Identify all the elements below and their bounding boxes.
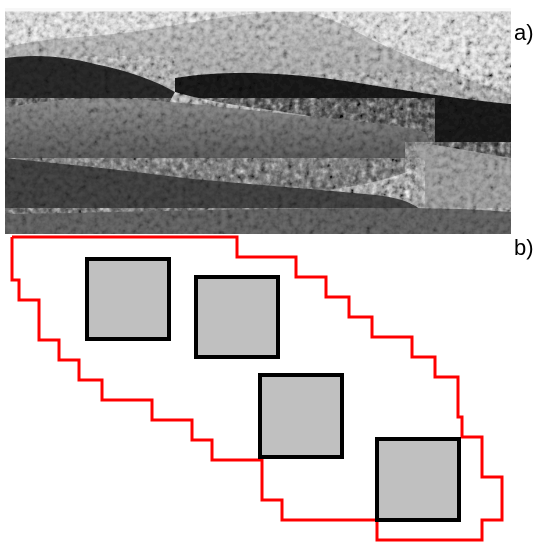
gray-box-1 bbox=[85, 257, 171, 341]
grid-diagram-graphic bbox=[10, 235, 504, 542]
gray-box-2 bbox=[194, 275, 280, 359]
panel-label-b: b) bbox=[514, 235, 534, 260]
gray-box-3 bbox=[258, 373, 344, 459]
red-staircase-outline bbox=[10, 235, 504, 542]
gray-box-4 bbox=[375, 437, 461, 522]
forest-photo bbox=[5, 8, 511, 234]
grid-diagram bbox=[0, 230, 540, 550]
forest-photo-graphic bbox=[5, 8, 511, 234]
panel-label-a: a) bbox=[514, 20, 534, 45]
